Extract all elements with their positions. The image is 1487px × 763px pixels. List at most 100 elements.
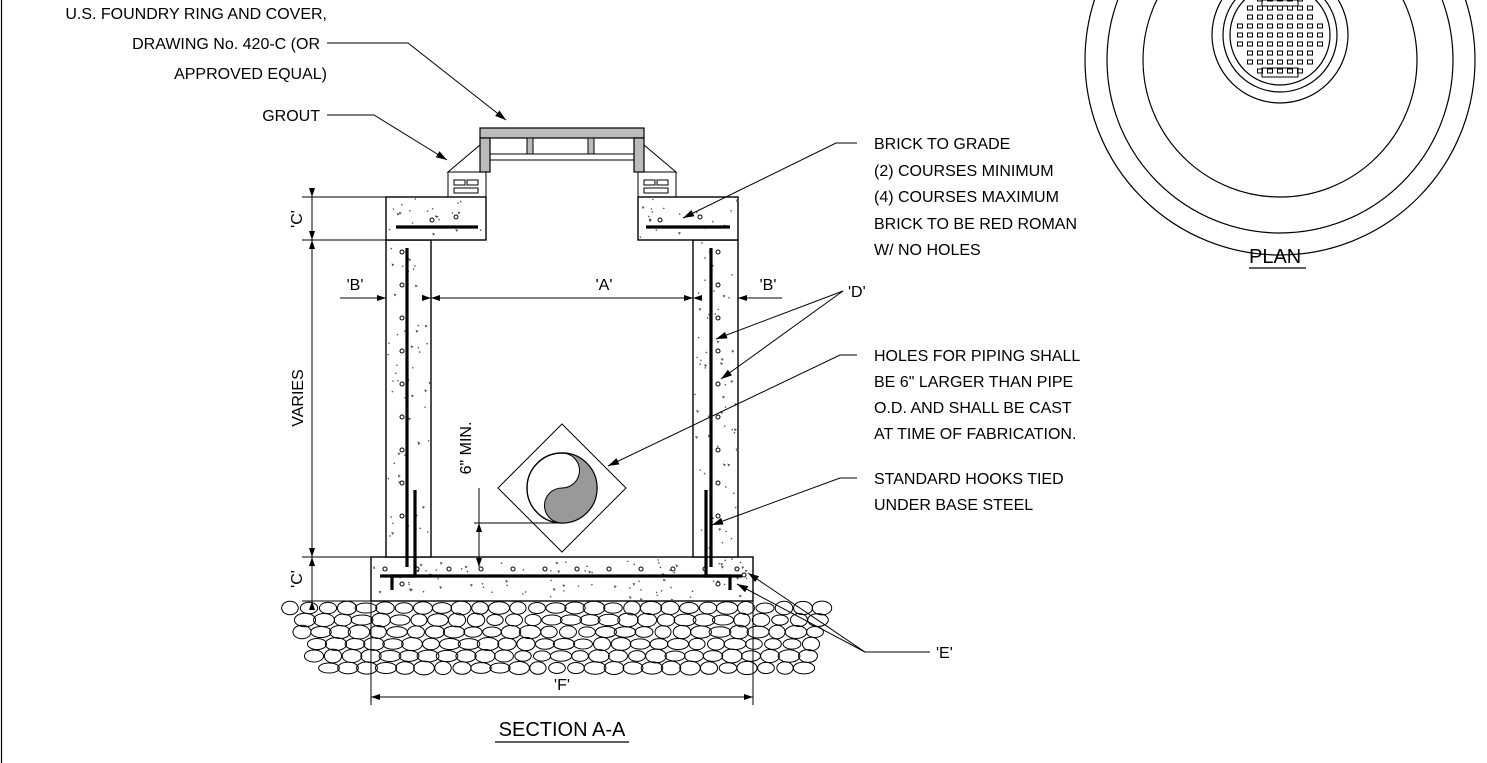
aggregate-speck — [673, 571, 676, 574]
plan-pattern-cell — [1247, 14, 1253, 20]
gravel-stone — [394, 602, 414, 614]
aggregate-speck — [500, 562, 503, 564]
gravel-stone — [736, 660, 758, 676]
leader-d-2 — [720, 290, 844, 380]
gravel-stone — [442, 625, 466, 639]
gravel-stone — [592, 636, 612, 652]
aggregate-speck — [397, 452, 401, 456]
aggregate-speck — [439, 561, 443, 565]
section-title: SECTION A-A — [499, 719, 626, 741]
aggregate-speck — [701, 242, 703, 244]
gravel-stone — [656, 613, 676, 627]
gravel-stone — [549, 650, 573, 662]
gravel-stone — [793, 600, 813, 616]
gravel-stone — [688, 637, 706, 651]
aggregate-speck — [722, 463, 726, 467]
aggregate-speck — [460, 568, 463, 570]
gravel-stone — [798, 649, 818, 663]
bar-dot — [715, 282, 721, 288]
plan-pattern-cell — [1307, 5, 1313, 11]
aggregate-speck — [392, 208, 395, 210]
aggregate-speck — [426, 342, 428, 345]
rebar-dots — [382, 214, 747, 587]
plan-pattern-cell — [1277, 59, 1283, 65]
gravel-stone — [603, 602, 623, 614]
plan-pattern-cell — [1297, 14, 1303, 20]
gravel-stone — [718, 662, 738, 674]
ring-and-cover — [446, 127, 678, 173]
cover-rib-right — [587, 137, 595, 155]
gravel-stone — [628, 650, 646, 662]
gravel-stone — [617, 612, 639, 628]
bar-dot — [715, 414, 721, 420]
gravel-stone — [806, 626, 824, 638]
aggregate-speck — [422, 590, 425, 593]
aggregate-speck — [522, 593, 524, 595]
aggregate-speck — [696, 356, 698, 359]
plan-outer-circle — [1084, 0, 1476, 256]
aggregate-speck — [428, 381, 432, 385]
bar-dot — [382, 566, 388, 572]
aggregate-speck — [419, 563, 423, 567]
gravel-stone — [323, 648, 343, 664]
label-brick-3: (4) COURSES MAXIMUM — [874, 189, 1059, 206]
ring-flange-left — [479, 137, 491, 173]
gravel-stone — [741, 650, 761, 662]
pipe-block-out — [497, 423, 627, 553]
gravel-stone — [746, 625, 770, 639]
leaders — [327, 42, 930, 653]
leader-ring-cover — [327, 42, 507, 121]
gravel-stone — [751, 612, 771, 628]
plan-frame-inner — [1222, 0, 1338, 93]
plan-frame-outer — [1211, 0, 1349, 104]
aggregate-speck — [647, 215, 650, 218]
bar-dot — [399, 513, 405, 519]
aggregate-speck — [417, 324, 420, 327]
brick-right-unit — [643, 179, 656, 186]
aggregate-speck — [392, 380, 394, 382]
aggregate-speck — [522, 569, 525, 571]
plan-cover-pattern — [1237, 0, 1323, 74]
aggregate-speck — [401, 265, 404, 267]
brick-courses — [447, 171, 677, 198]
aggregate-speck — [414, 198, 417, 200]
aggregate-speck — [725, 530, 727, 533]
aggregate-speck — [408, 583, 411, 586]
leader-arrowhead — [712, 517, 724, 525]
gravel-stone — [571, 650, 589, 662]
aggregate-speck — [669, 569, 671, 571]
gravel-stone — [474, 648, 496, 664]
gravel-stone — [486, 614, 504, 626]
aggregate-speck — [696, 410, 700, 414]
gravel-stone — [579, 614, 601, 626]
aggregate-speck — [678, 231, 682, 235]
aggregate-speck — [724, 486, 727, 488]
bar-dot — [399, 414, 405, 420]
aggregate-speck — [639, 598, 643, 602]
plan-pattern-cell — [1277, 50, 1283, 56]
aggregate-speck — [398, 481, 400, 483]
gravel-stone — [395, 661, 415, 675]
gravel-stone — [398, 650, 420, 662]
aggregate-speck — [651, 210, 654, 213]
label-d: 'D' — [848, 284, 866, 301]
gravel-stone — [541, 614, 563, 626]
gravel-stone — [702, 650, 724, 662]
aggregate-speck — [697, 292, 700, 294]
gravel-stone — [764, 638, 782, 650]
section-view: U.S. FOUNDRY RING AND COVER, DRAWING No.… — [65, 6, 1080, 743]
aggregate-speck — [714, 313, 716, 315]
aggregate-speck — [704, 279, 706, 281]
dim-six-min: 6" MIN. — [458, 422, 475, 475]
gravel-stone — [293, 612, 317, 628]
gravel-stone — [608, 649, 628, 663]
aggregate-speck — [704, 367, 707, 369]
top-slab-right — [637, 196, 739, 241]
gravel-stone — [413, 601, 433, 615]
gravel-stone — [434, 660, 452, 676]
aggregate-speck — [414, 284, 418, 288]
gravel-stone — [777, 649, 801, 663]
aggregate-speck — [506, 584, 508, 587]
gravel-stone — [514, 650, 532, 662]
aggregate-speck — [721, 541, 724, 544]
